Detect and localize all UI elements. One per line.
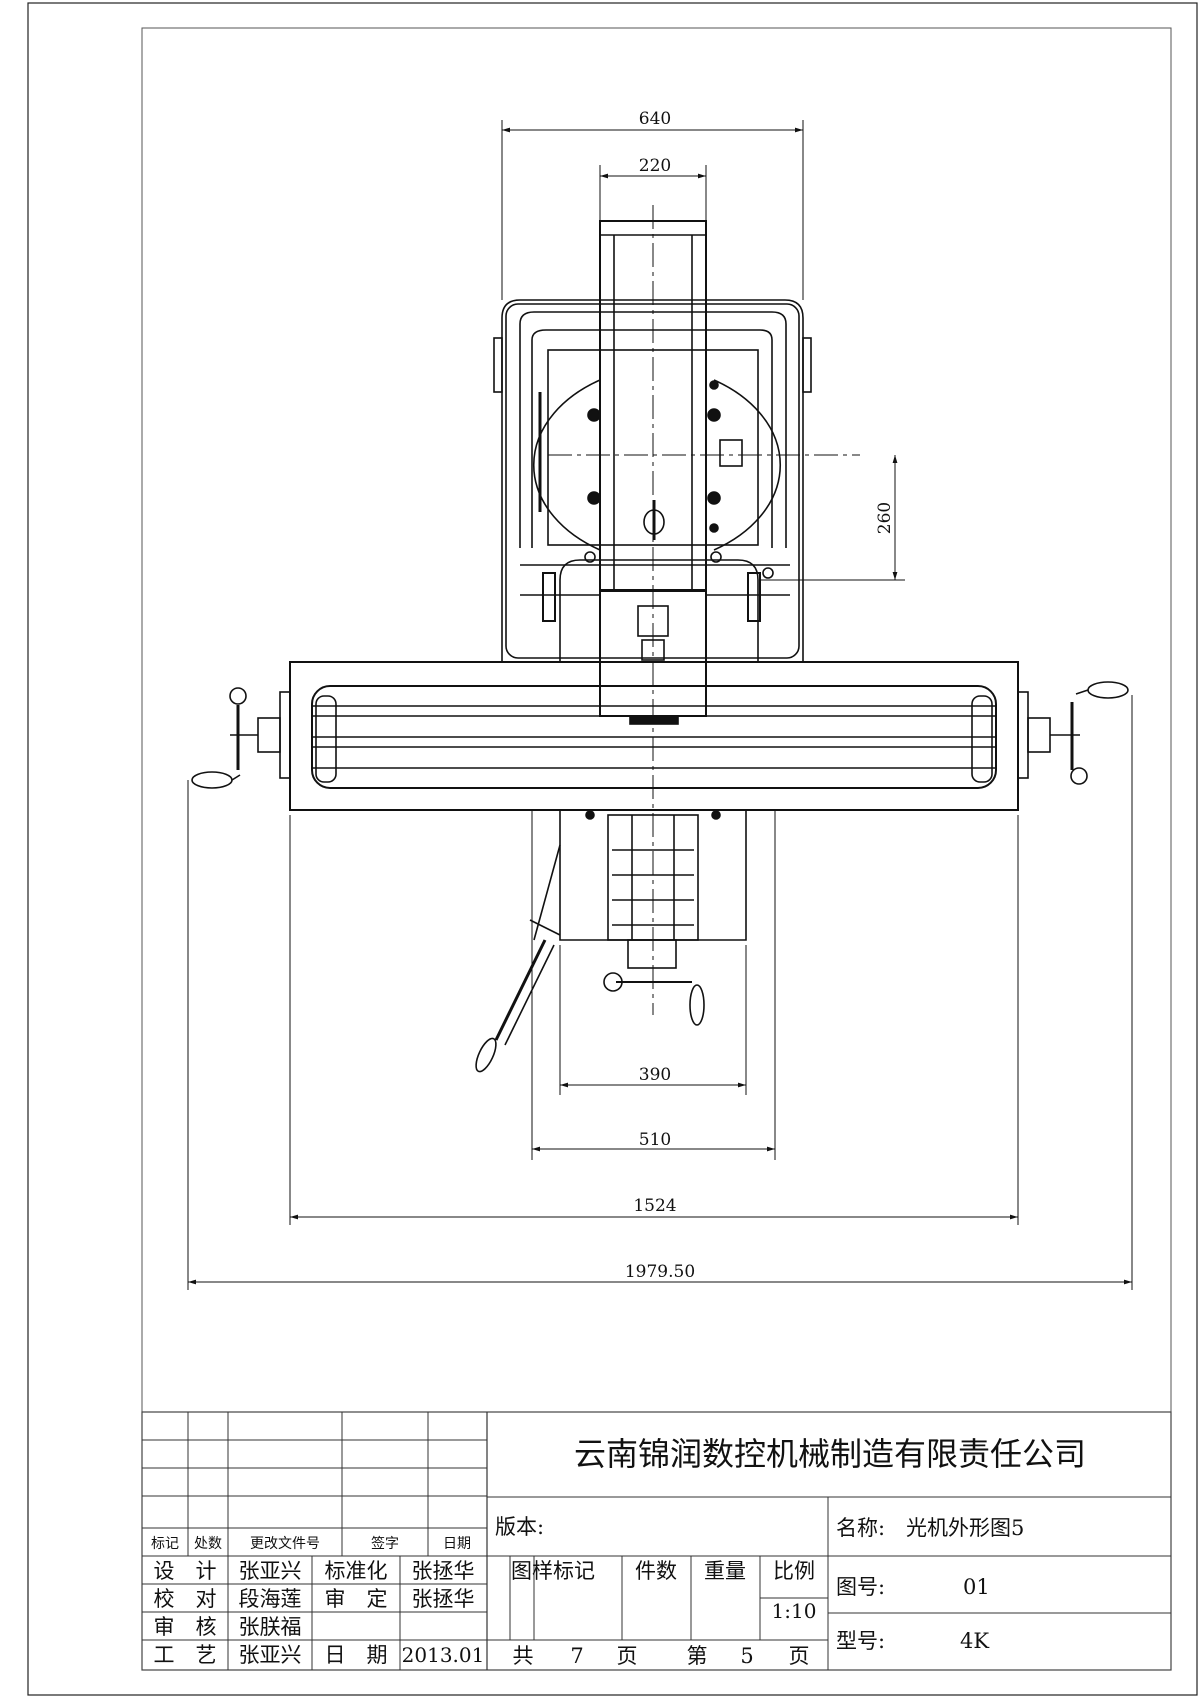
role-design: 设 计 bbox=[154, 1559, 217, 1583]
value-date: 2013.01 bbox=[402, 1643, 485, 1667]
dim-260: 260 bbox=[875, 502, 895, 534]
drawing-no-value: 01 bbox=[963, 1575, 990, 1599]
dimension-lines bbox=[187, 120, 1133, 1290]
pieces-label: 件数 bbox=[635, 1559, 677, 1583]
dim-1524: 1524 bbox=[633, 1196, 676, 1216]
total-unit: 页 bbox=[617, 1644, 638, 1668]
version-label: 版本: bbox=[495, 1515, 544, 1539]
center-lines bbox=[548, 205, 860, 1015]
dimension-labels: 640 220 260 390 510 1524 1979.50 bbox=[625, 109, 895, 1282]
role-date: 日 期 bbox=[325, 1643, 388, 1667]
sheet-label: 第 bbox=[687, 1644, 708, 1668]
title-block-text: 云南锦润数控机械制造有限责任公司 标记 处数 更改文件号 签字 日期 设 计 张… bbox=[151, 1435, 1086, 1668]
dim-220: 220 bbox=[639, 156, 671, 176]
name-label: 名称: bbox=[836, 1516, 885, 1540]
model-label: 型号: bbox=[836, 1629, 885, 1653]
outer-border bbox=[27, 2, 1198, 1696]
total-value: 7 bbox=[570, 1644, 583, 1668]
total-label: 共 bbox=[513, 1644, 534, 1668]
name-check: 段海莲 bbox=[239, 1587, 302, 1611]
name-approve: 张拯华 bbox=[412, 1587, 475, 1611]
header-doc-no: 更改文件号 bbox=[250, 1536, 320, 1552]
name-review: 张朕福 bbox=[239, 1615, 302, 1639]
role-review: 审 核 bbox=[154, 1615, 217, 1639]
dim-640: 640 bbox=[639, 109, 671, 129]
header-count: 处数 bbox=[194, 1536, 222, 1552]
dim-1979-50: 1979.50 bbox=[625, 1262, 695, 1282]
header-sign: 签字 bbox=[371, 1535, 399, 1552]
inner-frame bbox=[141, 27, 1172, 1671]
role-standard: 标准化 bbox=[325, 1559, 388, 1583]
model-value: 4K bbox=[960, 1629, 989, 1653]
name-process: 张亚兴 bbox=[239, 1643, 302, 1667]
role-process: 工 艺 bbox=[154, 1643, 217, 1667]
name-design: 张亚兴 bbox=[239, 1559, 302, 1583]
title-block bbox=[141, 1411, 1172, 1671]
company-name: 云南锦润数控机械制造有限责任公司 bbox=[574, 1435, 1086, 1473]
machine-drawing bbox=[191, 220, 1129, 1073]
dim-390: 390 bbox=[639, 1065, 671, 1085]
header-date: 日期 bbox=[443, 1536, 471, 1552]
header-mark: 标记 bbox=[151, 1536, 179, 1552]
scale-value: 1:10 bbox=[772, 1599, 817, 1623]
name-value: 光机外形图5 bbox=[906, 1516, 1024, 1540]
drawing-mark-label: 图样标记 bbox=[511, 1559, 595, 1583]
dim-510: 510 bbox=[639, 1130, 671, 1150]
sheet-unit: 页 bbox=[789, 1644, 810, 1668]
sheet-value: 5 bbox=[740, 1644, 753, 1668]
scale-label: 比例 bbox=[773, 1559, 815, 1583]
role-check: 校 对 bbox=[154, 1587, 217, 1611]
drawing-no-label: 图号: bbox=[836, 1575, 885, 1599]
weight-label: 重量 bbox=[704, 1559, 746, 1583]
name-standard: 张拯华 bbox=[412, 1559, 475, 1583]
role-approve: 审 定 bbox=[325, 1587, 388, 1611]
